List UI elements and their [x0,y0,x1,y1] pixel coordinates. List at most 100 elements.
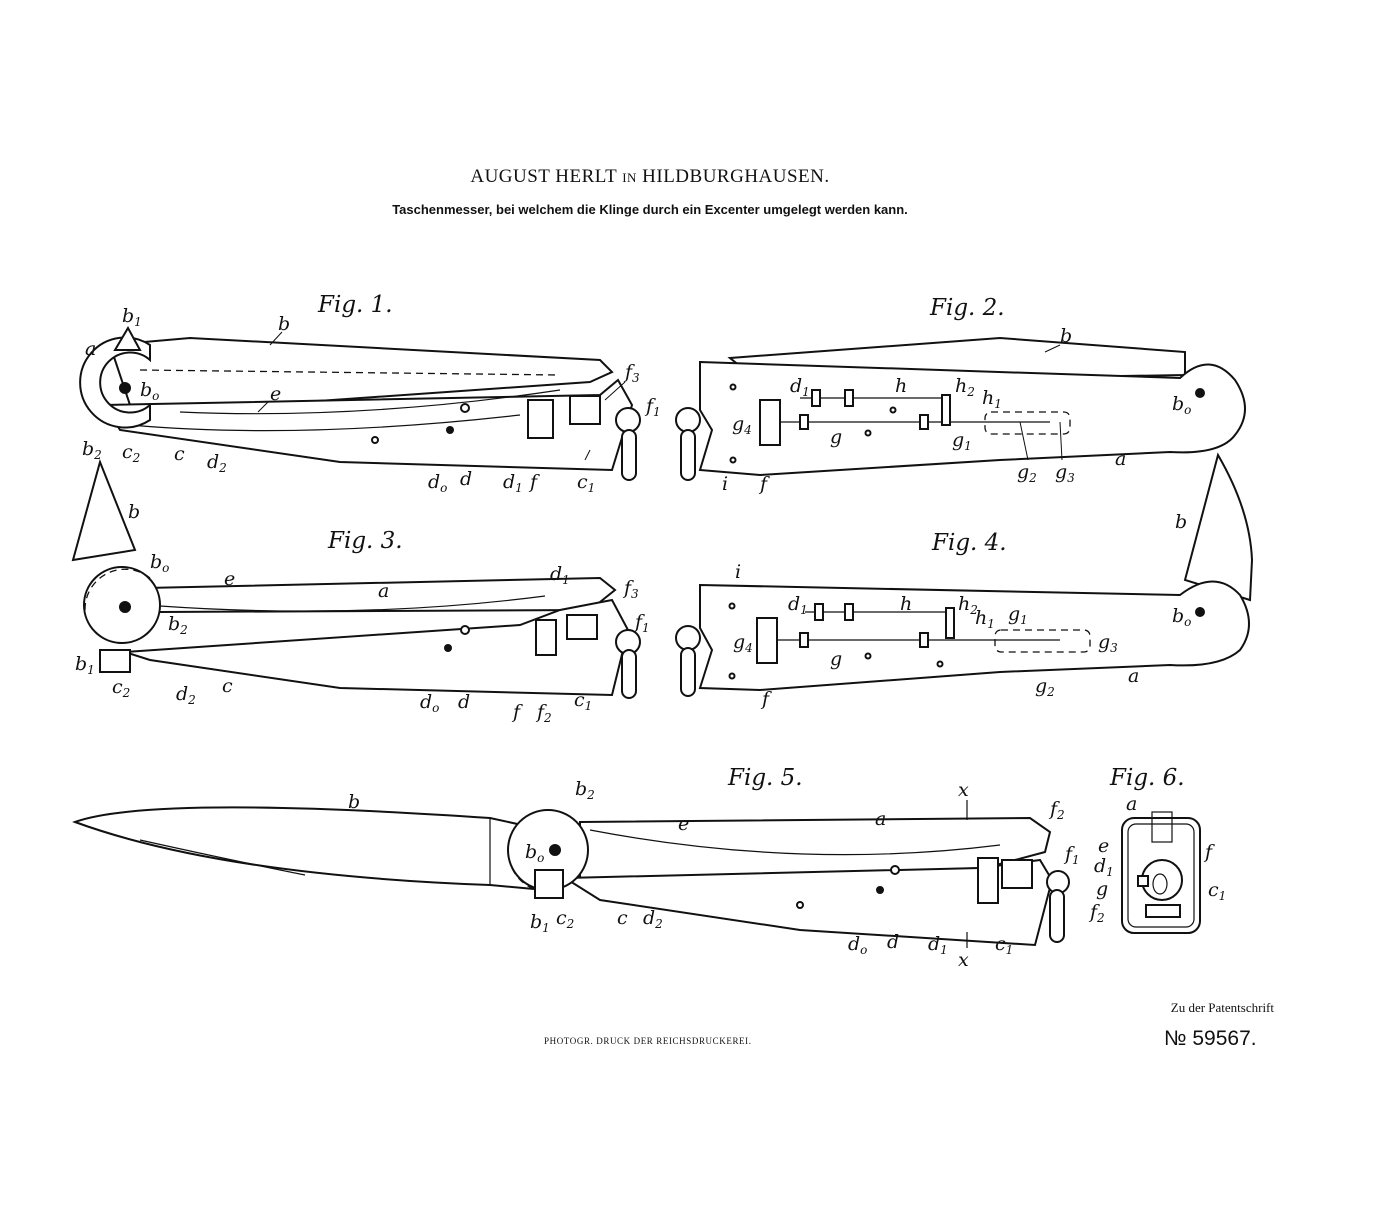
fig5-rivet [876,886,884,894]
figure-2: Fig. 2. b bo d1 h h2 h1 g4 [675,295,1246,495]
printer-credit: PHOTOGR. DRUCK DER REICHSDRUCKEREI. [544,1036,752,1046]
fig2-leaders [1019,344,1063,461]
fig2-slide-stud-1 [799,414,809,430]
fig4-slot [994,629,1091,653]
fig3-label-d1: d1 [550,563,570,587]
fig4-spring-stud-2 [844,603,854,621]
fig3-rivet-2 [460,625,470,635]
fig1-label-d: d [460,468,472,490]
fig4-pivot-pin [1195,607,1205,617]
fig6-label-e: e [1098,835,1109,857]
fig1-ring-shank [621,429,637,481]
fig5-label-a: a [875,808,886,830]
fig4-label-h2: h2 [958,593,978,617]
fig3-label-d: d [458,691,470,713]
fig3-label-c: c [222,675,233,697]
fig4-label-h: h [900,593,912,615]
fig5-label-c: c [617,907,628,929]
fig1-label-a: a [85,338,96,360]
fig4-slide-stud-2 [919,632,929,648]
fig2-label-g: g [830,426,842,448]
fig3-spring [159,595,546,612]
patent-subtitle: Taschenmesser, bei welchem die Klinge du… [392,202,908,217]
fig3-label-b: b [128,501,140,523]
fig2-label-g4: g4 [732,413,752,437]
fig5-label-f2: f2 [1048,798,1065,822]
fig4-label-b0: bo [1172,605,1191,629]
fig4-slide-stud-1 [799,632,809,648]
fig1-ring [615,407,641,433]
fig4-label-g2: g2 [1035,675,1055,699]
fig3-blade-open [71,458,137,562]
fig4-rivet-1 [728,602,736,610]
patent-number: № 59567. [1164,1027,1257,1050]
fig4-ring-shank [680,647,696,697]
fig5-blade-bevel [139,839,306,876]
fig1-rivet-2 [460,403,470,413]
fig1-label-b2: b2 [82,438,102,462]
fig5-pivot-pin [549,844,561,856]
fig3-label-d2: d2 [176,683,196,707]
figure-1-caption: Fig. 1. [317,292,393,318]
fig5-label-d1: d1 [928,933,948,957]
fig1-rivet [446,426,454,434]
fig3-pivot-hidden [84,568,151,611]
fig5-eccentric [977,857,999,904]
fig5-label-d0: do [848,933,867,957]
fig1-rivet-3 [371,436,379,444]
fig4-label-g4: g4 [733,631,753,655]
fig2-label-h: h [895,375,907,397]
fig2-slot [984,411,1071,435]
fig1-label-d1: d1 [503,471,523,495]
fig2-label-b0: bo [1172,393,1191,417]
fig3-label-f3: f3 [622,577,639,601]
fig4-blade-open [1183,452,1254,602]
fig3-label-e: e [224,568,235,590]
inventor-name: AUGUST HERLT [470,166,623,187]
figure-6-caption: Fig. 6. [1109,765,1185,791]
fig3-ring-shank [621,649,637,699]
inventor-in: IN [622,170,637,185]
fig4-label-g: g [830,648,842,670]
fig5-rivet-2 [890,865,900,875]
fig3-label-b1: b1 [75,653,95,677]
fig1-tang-notch [113,325,142,351]
fig5-rivet-3 [796,901,804,909]
fig4-lever [945,607,955,639]
fig1-blade-hidden-edge [139,369,561,376]
fig5-spring [589,829,1001,856]
fig2-pivot-pin [1195,388,1205,398]
fig6-label-a: a [1126,793,1137,815]
fig5-tang [534,869,564,899]
figure-1: Fig. 1. b1 a bo b e b2 [79,292,661,495]
fig5-label-b0: bo [525,841,544,865]
fig1-label-f: f [528,471,540,493]
fig1-spring [179,389,561,415]
inventor-town: HILDBURGHAUSEN. [636,166,830,187]
fig5-label-x-top: x [958,779,969,801]
fig1-label-c2: c2 [122,441,140,465]
fig6-label-f2: f2 [1088,901,1105,925]
fig2-spring-stud-1 [811,389,821,407]
fig2-ring [675,407,701,433]
fig2-rivet-2 [729,456,737,464]
fig5-cam-window [1001,859,1033,889]
fig4-label-h1: h1 [975,607,995,631]
fig3-rivet [444,644,452,652]
fig4-label-g1: g1 [1008,603,1028,627]
fig5-label-e: e [678,813,689,835]
fig1-label-f3: f3 [623,361,640,385]
fig3-label-f2: f2 [535,701,552,725]
fig1-pivot-ring [79,336,151,429]
figure-6: Fig. 6. a e d1 g f2 f c1 [1088,765,1226,934]
fig2-label-f: f [758,473,770,495]
fig2-label-h2: h2 [955,375,975,399]
fig3-label-c1: c1 [574,689,592,713]
fig4-label-a: a [1128,665,1139,687]
fig5-label-c1: c1 [995,933,1013,957]
fig2-lever [941,394,951,426]
fig4-eccentric [756,617,778,664]
fig3-tang [99,649,131,673]
fig6-cam [1152,873,1168,895]
fig1-label-b: b [278,313,290,335]
